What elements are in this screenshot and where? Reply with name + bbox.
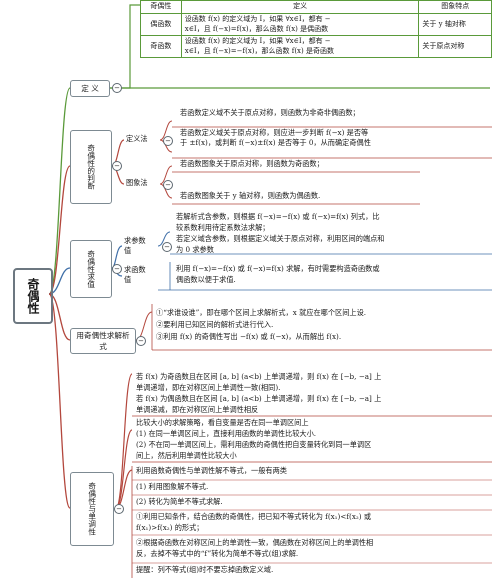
- row-definition-even: 设函数 f(x) 的定义域为 I，如果 ∀x∈I，都有 − x∈I，且 f(−x…: [180, 13, 420, 36]
- table-row: 奇函数 设函数 f(x) 的定义域为 I，如果 ∀x∈I，都有 − x∈I，且 …: [140, 35, 492, 58]
- monotonic-block3-line: 反，去掉不等式中的“f”转化为简单不等式(组)求解.: [136, 549, 299, 558]
- params-line: 若定义域含参数，则根据定义域关于原点对称，利用区间的端点和: [176, 234, 385, 243]
- monotonic-block2-line: 间上，然后利用单调性比较大小: [136, 451, 237, 460]
- row-name-even: 偶函数: [140, 13, 182, 36]
- monotonic-block3-line: ①利用已知条件，结合函数的奇偶性，把已知不等式转化为 f(x₁)<f(x₂) 或: [136, 512, 372, 521]
- monotonic-block3-line: ②根据奇函数在对称区间上的单调性一致，偶函数在对称区间上的单调性相: [136, 538, 374, 547]
- monotonic-block2-line: (1) 在同一单调区间上，直接利用函数的单调性比较大小.: [136, 429, 317, 438]
- collapse-toggle-icon[interactable]: −: [163, 136, 173, 146]
- collapse-toggle-icon[interactable]: −: [114, 504, 124, 514]
- branch-definition[interactable]: 定 义: [70, 80, 110, 97]
- branch-judgment[interactable]: 奇偶性的判断: [70, 130, 112, 204]
- params-line: 若解析式含参数，则根据 f(−x)=−f(x) 或 f(−x)=f(x) 列式，…: [176, 212, 380, 221]
- graph-method-line: 若函数图象关于原点对称，则函数为奇函数；: [180, 159, 324, 168]
- monotonic-block2-line: (2) 不在同一单调区间上，需利用函数的奇偶性把自变量转化到同一单调区: [136, 440, 372, 449]
- branch-definition-label: 定 义: [81, 83, 99, 93]
- row-feature-even: 关于 y 轴对称: [418, 13, 492, 36]
- collapse-toggle-icon[interactable]: −: [112, 161, 122, 171]
- func-value-line: 偶函数以便于求值.: [176, 275, 236, 284]
- table-header-graph-feature: 图象特点: [418, 0, 492, 14]
- collapse-toggle-icon[interactable]: −: [162, 242, 172, 252]
- collapse-toggle-icon[interactable]: −: [112, 83, 122, 93]
- table-header-row: 奇偶性 定义 图象特点: [140, 0, 492, 14]
- root-label: 奇偶性: [26, 278, 40, 314]
- collapse-toggle-icon[interactable]: −: [136, 336, 146, 346]
- collapse-toggle-icon[interactable]: −: [163, 180, 173, 190]
- solve-expr-line: ③利用 f(x) 的奇偶性写出 −f(x) 或 f(−x)，从而解出 f(x).: [156, 332, 342, 341]
- definition-table: 奇偶性 定义 图象特点 偶函数 设函数 f(x) 的定义域为 I，如果 ∀x∈I…: [140, 0, 492, 58]
- row-definition-odd: 设函数 f(x) 的定义域为 I，如果 ∀x∈I，都有 − x∈I，且 f(−x…: [180, 35, 420, 58]
- monotonic-block3-line: 提醒：列不等式(组)时不要忘掉函数定义域.: [136, 565, 274, 574]
- branch-judgment-label: 奇偶性的判断: [86, 144, 96, 190]
- graph-method-label: 图象法: [126, 178, 148, 187]
- definition-line: 设函数 f(x) 的定义域为 I，如果 ∀x∈I，都有 −: [184, 37, 331, 45]
- params-line: 为 0 求参数: [176, 245, 214, 254]
- collapse-toggle-icon[interactable]: −: [112, 264, 122, 274]
- definition-line: 设函数 f(x) 的定义域为 I，如果 ∀x∈I，都有 −: [184, 15, 331, 23]
- table-row: 偶函数 设函数 f(x) 的定义域为 I，如果 ∀x∈I，都有 − x∈I，且 …: [140, 13, 492, 36]
- table-header-definition: 定义: [180, 0, 420, 14]
- row-feature-odd: 关于原点对称: [418, 35, 492, 58]
- monotonic-block3-line: (1) 利用图象解不等式.: [136, 482, 209, 491]
- solve-expr-line: ②要利用已知区间的解析式进行代入.: [156, 320, 274, 329]
- def-method-label: 定义法: [126, 134, 148, 143]
- row-name-odd: 奇函数: [140, 35, 182, 58]
- def-method-line: 若函数定义域不关于原点对称，则函数为非奇非偶函数；: [180, 108, 360, 117]
- table-header-parity: 奇偶性: [140, 0, 182, 14]
- root-node[interactable]: 奇偶性: [13, 268, 53, 324]
- params-label: 求参数值: [124, 236, 146, 255]
- monotonic-block1-line: 单调递减，即在对称区间上单调性相反: [136, 405, 259, 414]
- branch-solve-expression-label: 用奇偶性求解析式: [76, 330, 130, 351]
- monotonic-block1-line: 若 f(x) 为偶函数且在区间 [a, b] (a<b) 上单调递增，则 f(x…: [136, 394, 382, 403]
- branch-solve-value-label: 奇偶性求值: [86, 250, 96, 288]
- monotonic-block3-line: f(x₁)>f(x₂) 的形式；: [136, 523, 204, 532]
- branch-monotonic-label: 奇偶性与单调性: [87, 482, 97, 536]
- monotonic-block3-title: 利用函数奇偶性与单调性解不等式，一般有两类: [136, 466, 287, 475]
- monotonic-block1-line: 单调递增，即在对称区间上单调性一致(相同).: [136, 383, 281, 392]
- def-method-line: 于 ±f(x)，或判断 f(−x)±f(x) 是否等于 0，从而确定奇偶性: [180, 138, 371, 147]
- monotonic-block2-line: 比较大小的求解策略，看自变量是否在同一单调区间上: [136, 418, 309, 427]
- monotonic-block1-line: 若 f(x) 为奇函数且在区间 [a, b] (a<b) 上单调递增，则 f(x…: [136, 372, 382, 381]
- graph-method-line: 若函数图象关于 y 轴对称，则函数为偶函数.: [180, 191, 321, 200]
- solve-expr-line: ①“求谁设谁”，即在哪个区间上求解析式，x 就应在哪个区间上设.: [156, 308, 367, 317]
- branch-monotonic[interactable]: 奇偶性与单调性: [70, 472, 114, 546]
- definition-line: x∈I，且 f(−x)=f(x)，那么函数 f(x) 是偶函数: [184, 24, 329, 33]
- branch-solve-expression[interactable]: 用奇偶性求解析式: [70, 328, 136, 354]
- func-value-label: 求函数值: [124, 265, 146, 284]
- func-value-line: 利用 f(−x)=−f(x) 或 f(−x)=f(x) 求解，有时需要构造奇函数…: [176, 264, 380, 273]
- params-line: 较系数利用待定系数法求解；: [176, 223, 270, 232]
- monotonic-block3-line: (2) 转化为简单不等式求解.: [136, 497, 223, 506]
- branch-solve-value[interactable]: 奇偶性求值: [70, 240, 112, 298]
- def-method-line: 若函数定义域关于原点对称，则应进一步判断 f(−x) 是否等: [180, 128, 369, 137]
- definition-line: x∈I，且 f(−x)=−f(x)，那么函数 f(x) 是奇函数: [184, 46, 334, 55]
